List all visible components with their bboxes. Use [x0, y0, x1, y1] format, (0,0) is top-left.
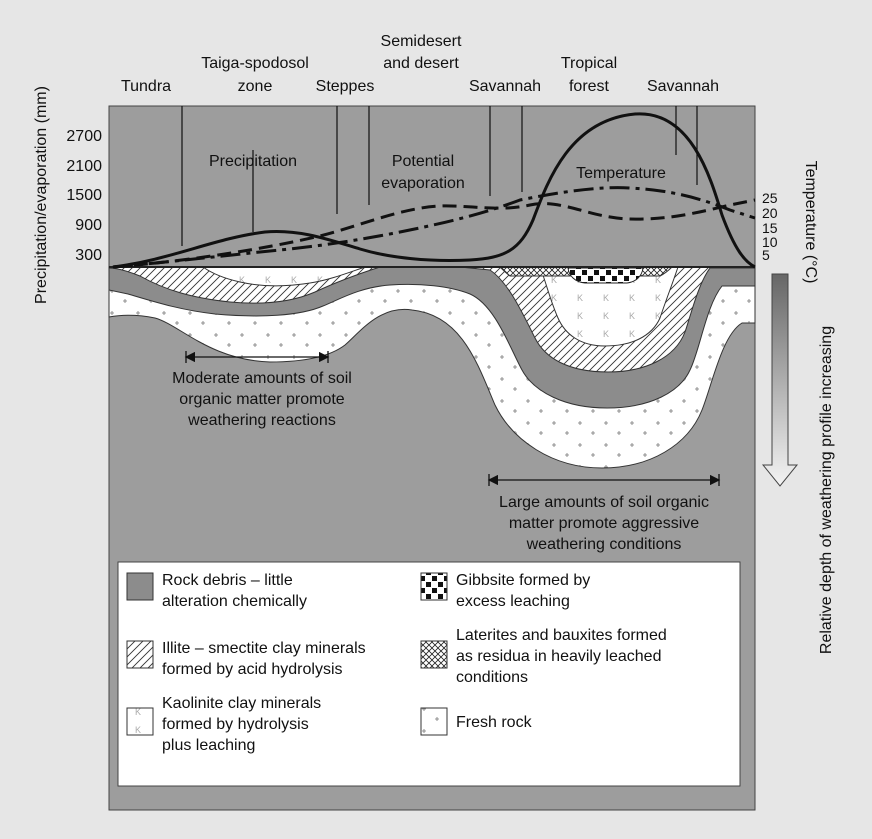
right-tick: 10: [762, 234, 778, 250]
legend: Rock debris – little alteration chemical…: [126, 572, 667, 754]
svg-text:as residua in heavily leached: as residua in heavily leached: [456, 648, 661, 665]
right-tick: 5: [762, 247, 770, 263]
svg-text:alteration chemically: alteration chemically: [162, 593, 307, 610]
svg-text:Laterites and bauxites formed: Laterites and bauxites formed: [456, 627, 667, 644]
zone-label-taiga: zone: [238, 78, 273, 95]
kaolinite-layer: [201, 266, 679, 347]
legend-item-kaolinite: Kaolinite clay minerals formed by hydrol…: [126, 695, 321, 754]
gibbsite-layer: [567, 267, 644, 284]
moderate-annotation: Moderate amounts of soil organic matter …: [172, 370, 352, 429]
zone-label-semidesert: and desert: [383, 55, 459, 72]
svg-text:matter promote aggressive: matter promote aggressive: [509, 515, 699, 532]
depth-axis-title: Relative depth of weathering profile inc…: [818, 326, 835, 654]
legend-item-rock-debris: Rock debris – little alteration chemical…: [126, 572, 307, 610]
zone-labels: Tundra Taiga-spodosol zone Steppes Semid…: [121, 33, 719, 95]
svg-text:excess leaching: excess leaching: [456, 593, 570, 610]
precipitation-label: Precipitation: [209, 153, 297, 170]
zone-label-tropical: Tropical: [561, 55, 617, 72]
svg-text:Rock debris – little: Rock debris – little: [162, 572, 293, 589]
zone-label-tropical: forest: [569, 78, 610, 95]
curve-labels: Precipitation Potential evaporation Temp…: [209, 153, 666, 192]
legend-item-fresh-rock: Fresh rock: [420, 707, 533, 736]
zone-label-savannah: Savannah: [647, 78, 719, 95]
depth-arrow: [761, 273, 799, 487]
zone-label-taiga: Taiga-spodosol: [201, 55, 309, 72]
left-axis-ticks: 2700 2100 1500 900 300: [66, 128, 102, 264]
precipitation-curve: [112, 112, 756, 269]
right-tick: 15: [762, 220, 778, 236]
left-axis-title: Precipitation/evaporation (mm): [33, 86, 50, 304]
large-annotation: Large amounts of soil organic matter pro…: [499, 494, 709, 553]
svg-text:Moderate amounts of soil: Moderate amounts of soil: [172, 370, 352, 387]
right-axis-title: Temperature (°C): [802, 161, 819, 284]
svg-text:plus leaching: plus leaching: [162, 737, 255, 754]
svg-text:Large amounts of soil organic: Large amounts of soil organic: [499, 494, 709, 511]
left-tick: 300: [75, 247, 102, 264]
right-axis-ticks: 25 20 15 10 5: [762, 190, 778, 263]
right-tick: 25: [762, 190, 778, 206]
svg-text:Gibbsite formed by: Gibbsite formed by: [456, 572, 590, 589]
svg-text:Kaolinite clay minerals: Kaolinite clay minerals: [162, 695, 321, 712]
svg-text:weathering conditions: weathering conditions: [526, 536, 682, 553]
zone-boundary-ticks: [181, 106, 698, 246]
legend-item-laterites: Laterites and bauxites formed as residua…: [420, 627, 667, 686]
zone-label-steppes: Steppes: [316, 78, 375, 95]
svg-text:conditions: conditions: [456, 669, 528, 686]
svg-text:formed by acid hydrolysis: formed by acid hydrolysis: [162, 661, 343, 678]
evaporation-curve: [112, 198, 756, 269]
svg-text:Illite – smectite clay mineral: Illite – smectite clay minerals: [162, 640, 366, 657]
svg-text:weathering reactions: weathering reactions: [187, 412, 336, 429]
evaporation-label: Potential: [392, 153, 454, 170]
svg-text:formed by hydrolysis: formed by hydrolysis: [162, 716, 309, 733]
zone-label-savannah: Savannah: [469, 78, 541, 95]
left-tick: 1500: [66, 187, 102, 204]
legend-item-gibbsite: Gibbsite formed by excess leaching: [420, 572, 590, 610]
left-tick: 900: [75, 217, 102, 234]
zone-label-tundra: Tundra: [121, 78, 171, 95]
left-tick: 2700: [66, 128, 102, 145]
zone-label-semidesert: Semidesert: [381, 33, 462, 50]
evaporation-label: evaporation: [381, 175, 465, 192]
legend-item-illite: Illite – smectite clay minerals formed b…: [126, 640, 366, 678]
svg-text:organic matter promote: organic matter promote: [179, 391, 345, 408]
svg-text:Fresh rock: Fresh rock: [456, 714, 533, 731]
temperature-curve: [112, 186, 756, 269]
left-tick: 2100: [66, 158, 102, 175]
temperature-label: Temperature: [576, 165, 666, 182]
right-tick: 20: [762, 205, 778, 221]
